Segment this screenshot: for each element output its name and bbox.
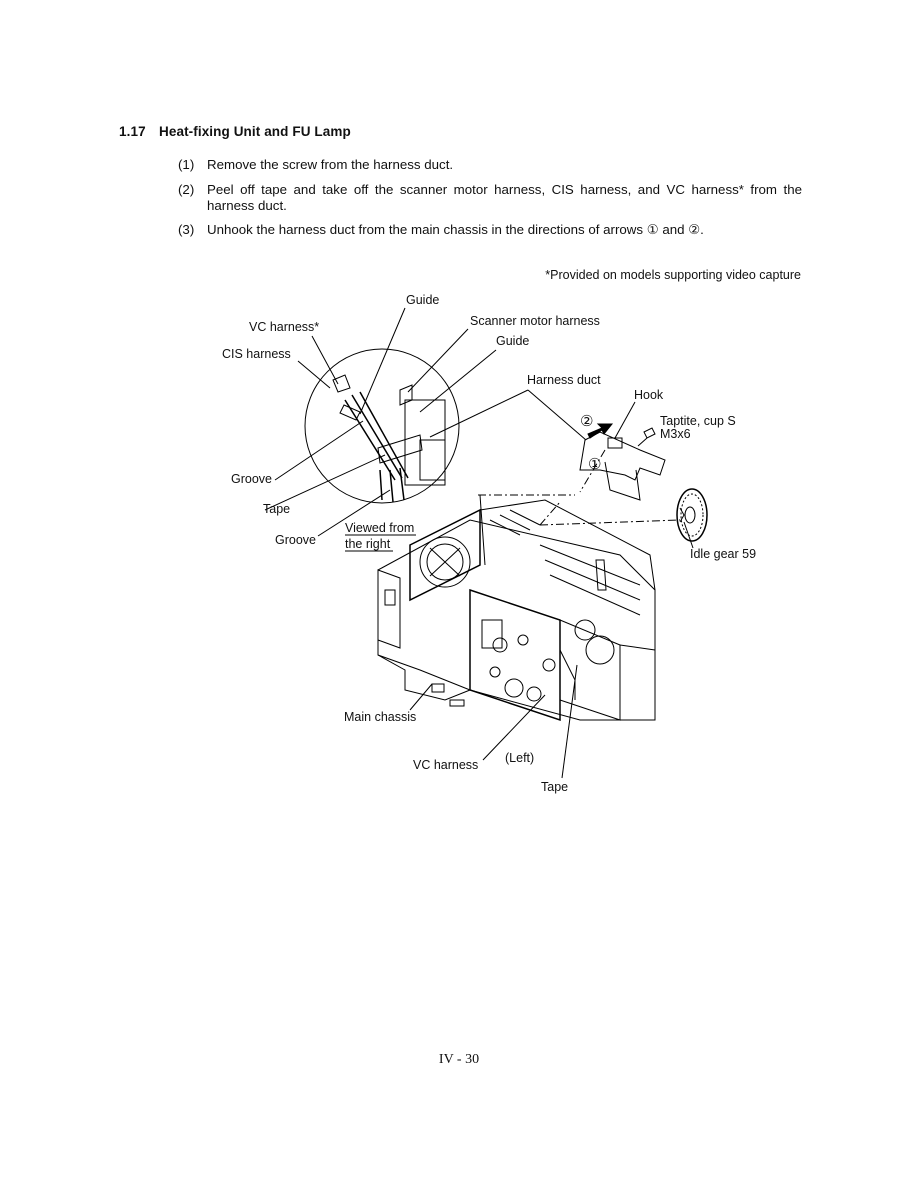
section-number: 1.17 (119, 124, 146, 139)
label-viewed-from: Viewed from (345, 521, 415, 535)
step-text: Peel off tape and take off the scanner m… (207, 182, 802, 213)
step-text: Remove the screw from the harness duct. (207, 157, 454, 172)
label-tape-2: Tape (541, 780, 569, 794)
section-heading: 1.17 Heat-fixing Unit and FU Lamp (119, 124, 351, 139)
label-hook: Hook (634, 388, 664, 402)
label-guide-2: Guide (496, 334, 530, 348)
label-guide-top: Guide (406, 293, 440, 307)
section-title: Heat-fixing Unit and FU Lamp (159, 124, 351, 139)
label-groove-2: Groove (275, 533, 316, 547)
page-number: IV - 30 (438, 1052, 480, 1067)
step-number: (3) (178, 222, 195, 237)
label-taptite-1: Taptite, cup S (660, 414, 736, 428)
step-number: (1) (178, 157, 195, 172)
detail-circle (304, 348, 460, 504)
label-taptite-2: M3x6 (660, 427, 691, 441)
label-main-chassis: Main chassis (344, 710, 417, 724)
label-arrow-2: ② (580, 413, 594, 430)
label-harness-duct: Harness duct (527, 373, 601, 387)
label-scanner-motor-harness: Scanner motor harness (470, 314, 600, 328)
label-cis-harness: CIS harness (222, 347, 291, 361)
label-arrow-1: ① (588, 456, 602, 473)
label-vc-harness: VC harness (413, 758, 479, 772)
label-tape-1: Tape (263, 502, 291, 516)
step-number: (2) (178, 182, 195, 197)
label-left: (Left) (505, 751, 535, 765)
label-the-right: the right (345, 537, 391, 551)
step-text: Unhook the harness duct from the main ch… (207, 222, 704, 237)
label-vc-harness-star: VC harness* (249, 320, 320, 334)
footnote: *Provided on models supporting video cap… (545, 268, 801, 282)
label-idle-gear: Idle gear 59 (690, 547, 757, 561)
label-groove-1: Groove (231, 472, 272, 486)
